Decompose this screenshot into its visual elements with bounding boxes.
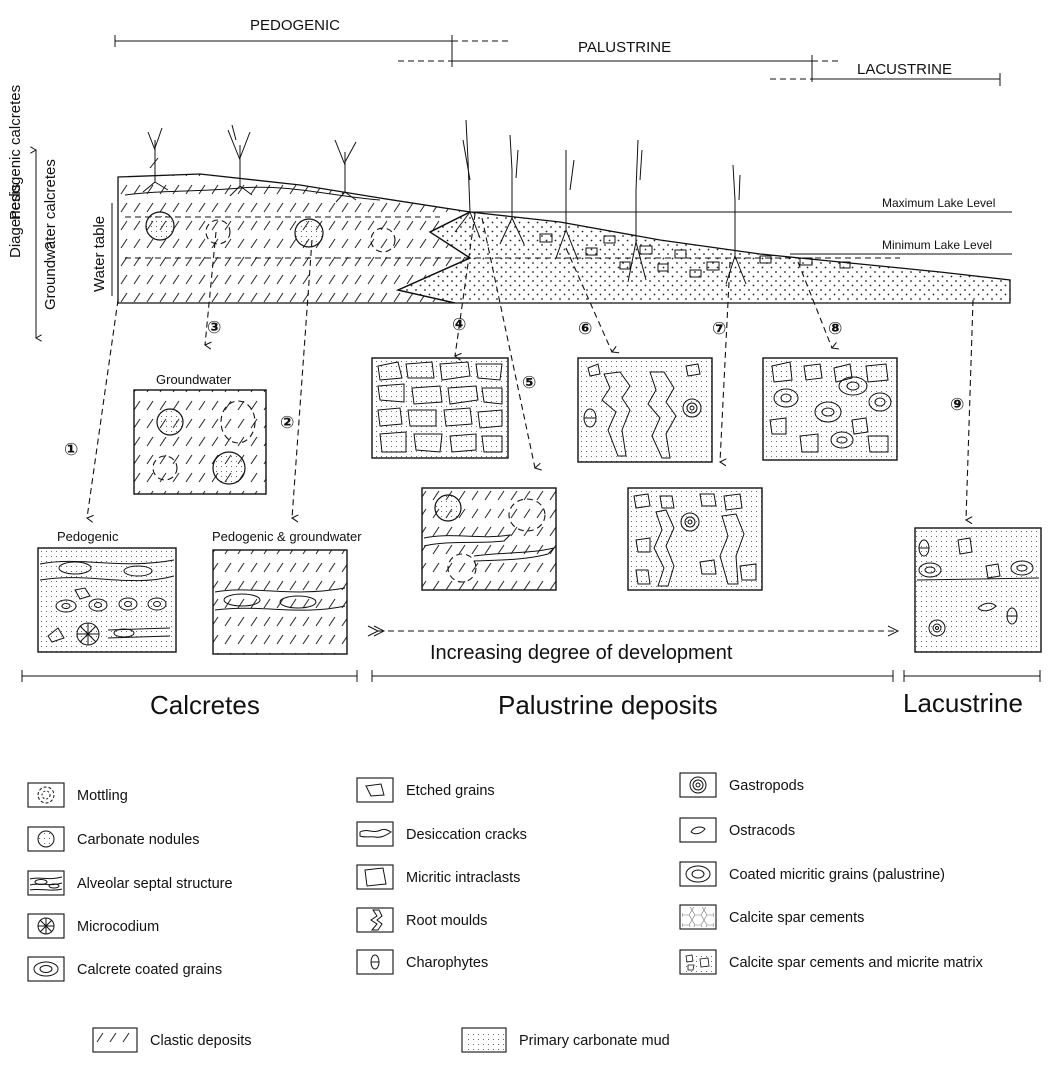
legend-item-desiccation-cracks: Desiccation cracks [356,821,527,847]
circled-number-2: ② [280,413,294,432]
micritic-intraclasts-icon [364,867,387,887]
group-label-palustrine: Palustrine deposits [498,690,718,720]
circled-number-5: ⑤ [522,373,536,392]
coated-grains-box [762,357,898,461]
legend-label: Root moulds [406,913,487,929]
clastic-deposits-icon [95,1030,135,1050]
etched-grains-icon [365,783,385,797]
legend-item-alveolar-septal: Alveolar septal structure [27,870,233,896]
leader-lines [87,213,974,520]
legend-label: Alveolar septal structure [77,876,233,892]
zone-label-palustrine: PALUSTRINE [578,39,671,56]
legend-item-carbonate-nodules: Carbonate nodules [27,826,200,852]
carbonate-mud-icon [464,1030,504,1050]
root-moulds-icon [370,909,383,931]
charophytes-icon [370,954,380,970]
side-label-question: ? [42,242,59,250]
legend-label: Microcodium [77,919,159,935]
legend-item-calcite-spar: Calcite spar cements [679,904,864,930]
group-label-calcretes: Calcretes [150,690,260,720]
ostracods-icon [690,826,706,835]
legend-label: Carbonate nodules [77,832,200,848]
profile-cross-section [117,119,1012,304]
root-moulds-box [577,357,713,463]
legend-item-mottling: Mottling [27,782,128,808]
mottled-desiccation-box [421,487,557,591]
gastropods-icon [689,776,707,794]
microcodium-icon [37,917,55,935]
circled-number-4: ④ [452,315,466,334]
circled-number-7: ⑦ [712,319,726,338]
circled-number-3: ③ [207,318,221,337]
legend-label: Coated micritic grains (palustrine) [729,867,945,883]
spar-micrite-icon [682,952,714,972]
pedogenic-groundwater-box-label: Pedogenic & groundwater [212,529,362,544]
legend-item-gastropods: Gastropods [679,772,804,798]
legend-item-charophytes: Charophytes [356,949,488,975]
legend-label: Charophytes [406,955,488,971]
max-lake-level-label: Maximum Lake Level [882,196,995,210]
spar-micrite-box [627,487,763,591]
micritic-intraclasts-box [371,357,509,459]
legend-item-root-moulds: Root moulds [356,907,487,933]
development-arrow [367,625,900,637]
legend-label: Calcrete coated grains [77,962,222,978]
side-label-diagenesis: Diagenesis [7,184,24,258]
side-label-groundwater-calcretes: Groundwater calcretes [42,159,59,310]
alveolar-septal-icon [29,876,63,891]
min-lake-level-label: Minimum Lake Level [882,238,992,252]
legend-item-microcodium: Microcodium [27,913,159,939]
calcrete-coated-grains-icon [33,961,59,977]
lacustrine-box [914,527,1042,653]
legend-label: Etched grains [406,783,495,799]
legend-label: Clastic deposits [150,1033,252,1049]
mottling-icon [37,786,55,804]
pedogenic-groundwater-box [212,549,348,655]
bottom-brackets [21,670,1041,682]
legend-label: Ostracods [729,823,795,839]
desiccation-cracks-icon [359,828,392,838]
side-label-pedogenic-calcretes: Pedogenic calcretes [7,85,24,220]
development-label: Increasing degree of development [430,642,733,664]
legend-item-carbonate-mud: Primary carbonate mud [461,1027,670,1053]
zone-label-pedogenic: PEDOGENIC [250,17,340,34]
legend-label: Micritic intraclasts [406,870,520,886]
legend-item-etched-grains: Etched grains [356,777,495,803]
legend-item-ostracods: Ostracods [679,817,795,843]
legend-item-calcrete-coated-grains: Calcrete coated grains [27,956,222,982]
circled-number-8: ⑧ [828,319,842,338]
side-label-water-table: Water table [91,216,108,292]
carbonate-nodules-icon [37,830,55,848]
calcite-spar-icon [682,907,714,927]
legend-item-clastic-deposits: Clastic deposits [92,1027,252,1053]
groundwater-box-label: Groundwater [156,372,232,387]
legend-label: Primary carbonate mud [519,1033,670,1049]
legend-label: Desiccation cracks [406,827,527,843]
group-label-lacustrine: Lacustrine [903,688,1023,718]
zone-bars [114,35,1001,86]
zone-label-lacustrine: LACUSTRINE [857,61,952,78]
pedogenic-box-label: Pedogenic [57,529,119,544]
legend-label: Mottling [77,788,128,804]
legend-item-spar-micrite: Calcite spar cements and micrite matrix [679,949,984,975]
legend-label: Calcite spar cements [729,910,864,926]
legend-label: Gastropods [729,778,804,794]
circled-number-6: ⑥ [578,319,592,338]
legend-item-micritic-intraclasts: Micritic intraclasts [356,864,520,890]
circled-number-1: ① [64,440,78,459]
coated-micritic-grains-icon [685,865,711,883]
legend-item-coated-micritic-grains: Coated micritic grains (palustrine) [679,861,945,887]
groundwater-box [133,389,267,495]
legend-label: Calcite spar cements and micrite matrix [729,955,984,971]
pedogenic-box [37,547,177,653]
circled-number-9: ⑨ [950,395,964,414]
